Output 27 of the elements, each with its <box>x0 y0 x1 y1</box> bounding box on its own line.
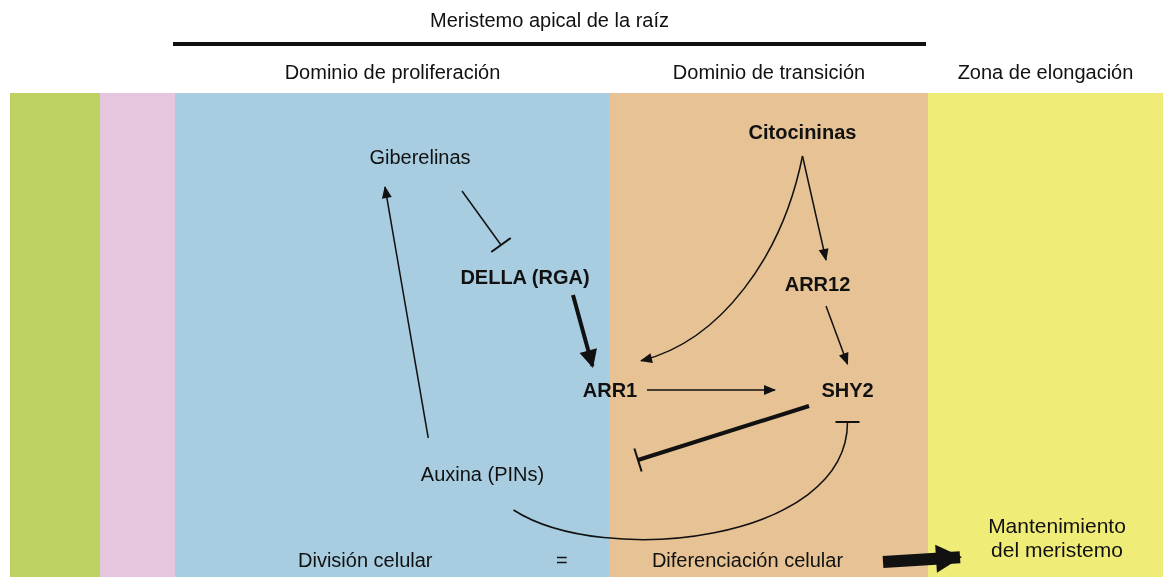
arrow <box>801 155 829 261</box>
protein-label: SHY2 <box>815 378 880 402</box>
outcome-label: Mantenimiento del meristemo <box>972 514 1142 562</box>
arrow <box>646 385 776 395</box>
inhibition-line <box>461 190 512 254</box>
hormone-label: Auxina (PINs) <box>405 462 560 486</box>
arrow <box>381 186 429 439</box>
protein-label: ARR12 <box>775 272 860 296</box>
zone-band <box>100 93 175 577</box>
process-label: División celular <box>298 548 433 572</box>
equals-sign: = <box>556 548 568 572</box>
protein-label: ARR1 <box>575 378 645 402</box>
process-label: Diferenciación celular <box>620 548 875 572</box>
arrow <box>882 544 962 573</box>
hormone-label: Citocininas <box>735 120 870 144</box>
zone-heading: Dominio de proliferación <box>283 60 502 84</box>
zone-heading: Zona de elongación <box>956 60 1135 84</box>
inhibition-line <box>633 404 810 473</box>
title: Meristemo apical de la raíz <box>429 8 670 32</box>
hormone-label: Giberelinas <box>350 145 490 169</box>
inhibition-line <box>512 418 861 541</box>
protein-label: DELLA (RGA) <box>445 265 605 289</box>
zone-band <box>10 93 100 577</box>
arrow <box>825 305 849 365</box>
arrow <box>640 155 804 363</box>
zone-heading: Dominio de transición <box>671 60 867 84</box>
arrow <box>571 294 597 368</box>
